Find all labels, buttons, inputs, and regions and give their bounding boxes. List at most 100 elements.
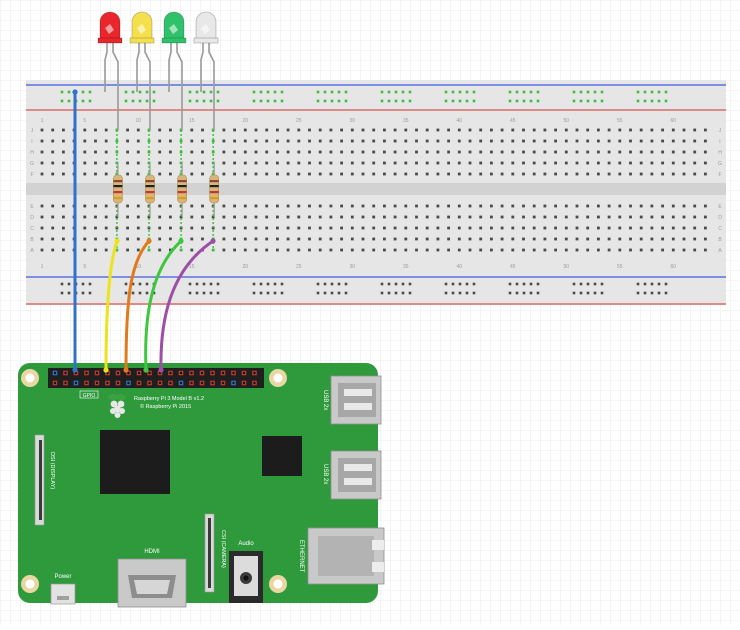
breadboard-hole bbox=[179, 248, 183, 252]
wire-purple bbox=[159, 239, 215, 372]
rail-hole bbox=[586, 99, 590, 103]
breadboard-hole bbox=[554, 215, 557, 219]
row-letter: B bbox=[718, 237, 722, 243]
breadboard-hole bbox=[158, 172, 162, 176]
breadboard-hole bbox=[340, 150, 343, 154]
led-anode-leg bbox=[208, 40, 215, 130]
led-cathode-leg bbox=[200, 40, 204, 92]
wire-end bbox=[146, 238, 152, 244]
breadboard-hole bbox=[94, 204, 97, 208]
breadboard-hole bbox=[308, 161, 311, 165]
breadboard-hole bbox=[457, 161, 461, 165]
breadboard-hole bbox=[318, 204, 322, 208]
rail-hole bbox=[458, 90, 462, 94]
row-letter: E bbox=[30, 204, 34, 210]
rail-hole bbox=[529, 291, 533, 295]
breadboard-hole bbox=[83, 161, 87, 165]
breadboard-hole bbox=[190, 172, 194, 176]
breadboard-hole bbox=[126, 215, 129, 219]
breadboard-hole bbox=[104, 226, 108, 230]
rail-hole bbox=[124, 99, 128, 103]
audio-label: Audio bbox=[238, 541, 254, 547]
rail-hole bbox=[579, 282, 583, 286]
breadboard-hole bbox=[243, 172, 247, 176]
breadboard-hole bbox=[265, 128, 269, 132]
breadboard-hole bbox=[40, 161, 44, 165]
column-number: 60 bbox=[671, 264, 677, 270]
breadboard-hole bbox=[340, 161, 343, 165]
breadboard-hole bbox=[158, 161, 162, 165]
breadboard-hole bbox=[51, 215, 55, 219]
breadboard-hole bbox=[265, 248, 269, 252]
breadboard-hole bbox=[682, 204, 686, 208]
breadboard-hole bbox=[511, 150, 515, 154]
breadboard-hole bbox=[222, 161, 226, 165]
breadboard-hole bbox=[233, 172, 236, 176]
breadboard-hole bbox=[554, 226, 557, 230]
rail-hole bbox=[465, 282, 469, 286]
breadboard-hole bbox=[350, 128, 354, 132]
breadboard-hole bbox=[40, 139, 44, 143]
breadboard-hole bbox=[383, 150, 386, 154]
column-number: 50 bbox=[564, 118, 570, 124]
breadboard-hole bbox=[586, 139, 590, 143]
rail-hole bbox=[188, 291, 192, 295]
column-number: 35 bbox=[403, 264, 409, 270]
dsi-label: DSI (DISPLAY) bbox=[49, 452, 55, 489]
breadboard-hole bbox=[554, 128, 557, 132]
breadboard-hole bbox=[564, 204, 568, 208]
breadboard-hole bbox=[340, 226, 343, 230]
rail-hole bbox=[444, 291, 448, 295]
breadboard-center-channel bbox=[26, 183, 726, 195]
breadboard-hole bbox=[40, 226, 44, 230]
breadboard-hole bbox=[704, 150, 707, 154]
breadboard-hole bbox=[639, 150, 643, 154]
rail-hole bbox=[522, 90, 526, 94]
breadboard-hole bbox=[265, 204, 269, 208]
breadboard-hole bbox=[618, 215, 622, 219]
rail-hole bbox=[515, 99, 519, 103]
breadboard-hole bbox=[169, 172, 172, 176]
breadboard-hole bbox=[318, 237, 322, 241]
breadboard-hole bbox=[543, 128, 547, 132]
row-letter: G bbox=[30, 161, 34, 167]
breadboard-hole bbox=[704, 248, 707, 252]
breadboard-hole bbox=[243, 161, 247, 165]
breadboard-hole bbox=[575, 215, 579, 219]
breadboard-hole bbox=[393, 128, 397, 132]
breadboard-hole bbox=[126, 161, 129, 165]
breadboard-hole bbox=[436, 237, 440, 241]
breadboard-hole bbox=[383, 161, 386, 165]
rail-hole bbox=[458, 291, 462, 295]
breadboard-hole bbox=[286, 161, 290, 165]
row-letter: C bbox=[718, 226, 722, 232]
breadboard-hole bbox=[704, 161, 707, 165]
breadboard-hole bbox=[104, 215, 108, 219]
breadboard-hole bbox=[543, 150, 547, 154]
breadboard-hole bbox=[500, 150, 504, 154]
rail-hole bbox=[536, 99, 540, 103]
column-number: 45 bbox=[510, 118, 516, 124]
breadboard-hole bbox=[158, 204, 162, 208]
breadboard-hole bbox=[457, 139, 461, 143]
wire-end bbox=[178, 238, 184, 244]
breadboard-hole bbox=[297, 204, 301, 208]
breadboard-hole bbox=[136, 128, 140, 132]
breadboard-hole bbox=[447, 204, 450, 208]
breadboard-hole bbox=[511, 139, 515, 143]
breadboard-hole bbox=[233, 139, 236, 143]
led-yellow bbox=[129, 11, 155, 44]
rail-hole bbox=[330, 99, 334, 103]
breadboard-hole bbox=[276, 237, 279, 241]
breadboard-hole bbox=[436, 204, 440, 208]
rail-hole bbox=[273, 99, 277, 103]
breadboard-hole bbox=[425, 139, 429, 143]
breadboard-hole bbox=[671, 215, 675, 219]
breadboard-hole bbox=[276, 248, 279, 252]
rail-hole bbox=[586, 90, 590, 94]
breadboard-hole bbox=[222, 215, 226, 219]
board-copyright-label: © Raspberry Pi 2015 bbox=[140, 403, 191, 410]
breadboard-hole bbox=[447, 172, 450, 176]
breadboard-hole bbox=[661, 226, 664, 230]
rail-hole bbox=[266, 282, 270, 286]
